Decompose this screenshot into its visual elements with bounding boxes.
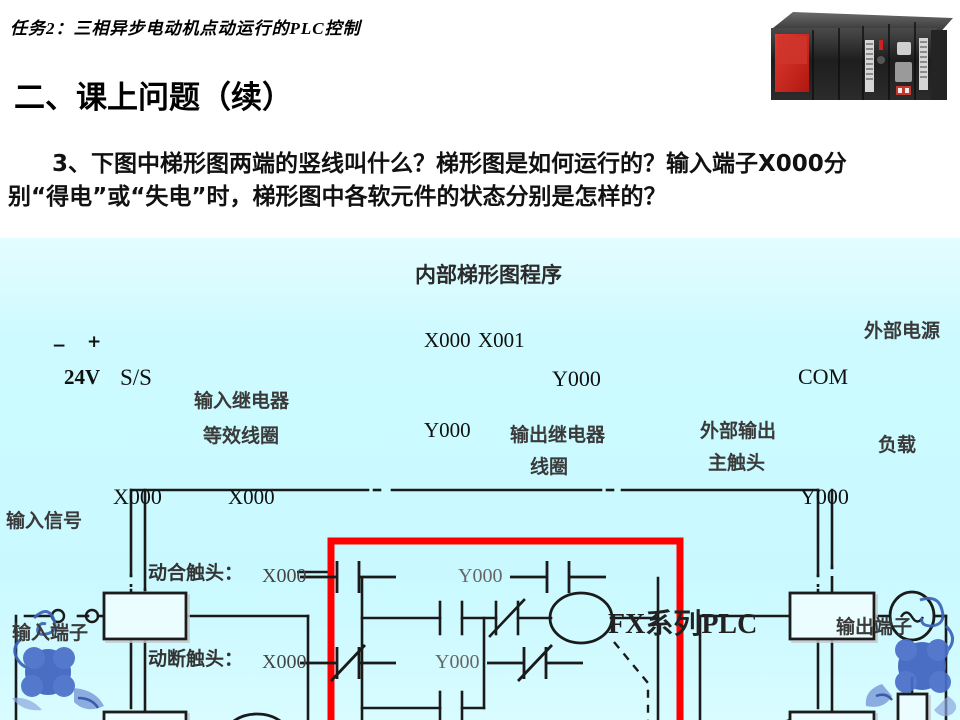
plc-boundary-dashes: [129, 566, 834, 606]
legend-no-item-0: X000: [262, 565, 307, 587]
plc-wiring-diagram: − + 24V S/S X000 COM Y000 X000 Y000 输入继电…: [0, 238, 960, 720]
output-relay-coil-line2: 线圈: [530, 456, 569, 478]
question-line-2-text: 别“得电”或“失电”时，梯形图中各软元件的状态分别是怎样的？: [8, 184, 667, 210]
ladder-rung1-contact-label: X000: [424, 328, 471, 352]
coil-to-contact-link: [613, 641, 650, 720]
task-title: 任务2：三相异步电动机点动运行的PLC控制: [10, 19, 361, 38]
question-text: 3、下图中梯形图两端的竖线叫什么？梯形图是如何运行的？输入端子X000分 别“得…: [8, 148, 952, 214]
legend-nc-item-1: Y000: [435, 651, 480, 673]
floral-ornament-right: [860, 592, 960, 720]
input-relay-equiv-line2: 等效线圈: [203, 425, 280, 447]
output-relay-coil-label: Y000: [552, 366, 601, 391]
page-title: 二、课上问题（续）: [14, 80, 293, 116]
ladder-rung2-contact-label: Y000: [424, 418, 471, 442]
load-label: 负载: [878, 434, 917, 456]
terminal-label-y000[interactable]: Y000: [800, 484, 849, 509]
external-power-label: 外部电源: [864, 320, 941, 342]
input-terminal-label: 输入端子: [12, 622, 89, 644]
power-plus-sign: +: [87, 332, 102, 352]
question-number: 3、: [52, 151, 92, 177]
output-terminal-label: 输出端子: [836, 616, 913, 638]
internal-program-title: 内部梯形图程序: [415, 263, 562, 287]
input-relay-equiv-line1: 输入继电器: [194, 390, 290, 412]
legend-no-item-1: Y000: [458, 565, 503, 587]
legend-nc-item-0: X000: [262, 651, 307, 673]
voltage-label: 24V: [64, 365, 101, 389]
diagram-svg: [14, 488, 948, 720]
terminal-label-x000[interactable]: X000: [113, 484, 162, 509]
external-output-line2: 主触头: [708, 452, 766, 474]
input-signal-label: 输入信号: [6, 510, 83, 532]
power-minus-sign: −: [52, 336, 67, 356]
question-line-1: 3、下图中梯形图两端的竖线叫什么？梯形图是如何运行的？输入端子X000分: [8, 148, 952, 181]
ladder-rung1-nc-contact-label: X001: [478, 328, 525, 352]
legend-nc-label: 动断触头：: [148, 648, 244, 670]
plc-rack-photo: [765, 4, 955, 116]
terminal-label-ss[interactable]: S/S: [120, 365, 152, 390]
terminal-label-com[interactable]: COM: [798, 364, 849, 389]
question-line-1-text: 下图中梯形图两端的竖线叫什么？梯形图是如何运行的？输入端子X000分: [91, 151, 847, 177]
output-relay-coil-line1: 输出继电器: [510, 424, 606, 446]
floral-ornament-left: [4, 602, 124, 718]
external-output-line1: 外部输出: [700, 420, 777, 442]
input-relay-coil-label: X000: [228, 485, 275, 509]
legend-no-label: 动合触头：: [148, 562, 244, 584]
plc-family-label: FX系列PLC: [608, 609, 758, 640]
